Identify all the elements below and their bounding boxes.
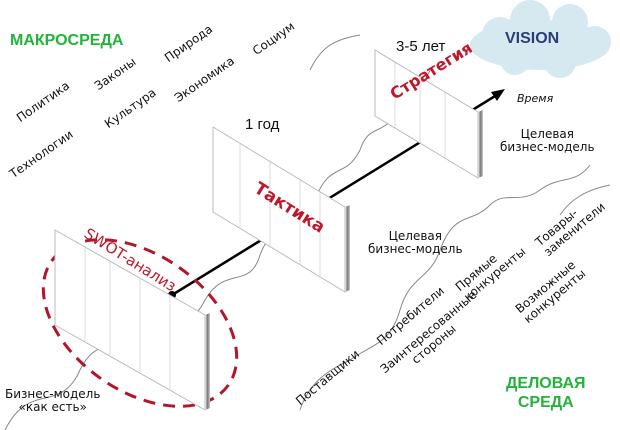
strategy-period: 3-5 лет: [396, 38, 446, 55]
board-strategy: [374, 49, 483, 179]
swot-caption-line2: «как есть»: [18, 400, 87, 414]
vision-label: VISION: [505, 30, 560, 47]
macro-environment-title: МАКРОСРЕДА: [10, 32, 124, 49]
tactics-caption: Целевая бизнес-модель: [368, 230, 463, 256]
business-boundary-line-right: [559, 184, 611, 216]
business-boundary-line: [299, 164, 591, 411]
macro-boundary-line-top: [309, 34, 361, 71]
macro-boundary-line: [4, 69, 431, 430]
strategy-caption-line2: бизнес-модель: [500, 140, 595, 154]
time-axis-label: Время: [517, 92, 554, 105]
board-swot: [54, 229, 210, 411]
swot-dashed-ellipse: [41, 238, 239, 408]
tactics-caption-line2: бизнес-модель: [368, 242, 463, 256]
strategy-caption: Целевая бизнес-модель: [500, 128, 595, 154]
business-environment-title: ДЕЛОВАЯ СРЕДА: [506, 374, 586, 412]
tactics-caption-line1: Целевая: [388, 229, 442, 243]
strategy-caption-line1: Целевая: [520, 127, 574, 141]
vision-cloud: [470, 0, 611, 78]
business-title-line1: ДЕЛОВАЯ: [506, 375, 586, 392]
business-title-line2: СРЕДА: [517, 394, 574, 411]
board-tactics: [212, 126, 350, 293]
swot-caption: Бизнес-модель «как есть»: [5, 388, 100, 414]
swot-caption-line1: Бизнес-модель: [5, 387, 101, 401]
arrowhead-icon: [491, 89, 505, 101]
tactics-period: 1 год: [245, 116, 280, 133]
